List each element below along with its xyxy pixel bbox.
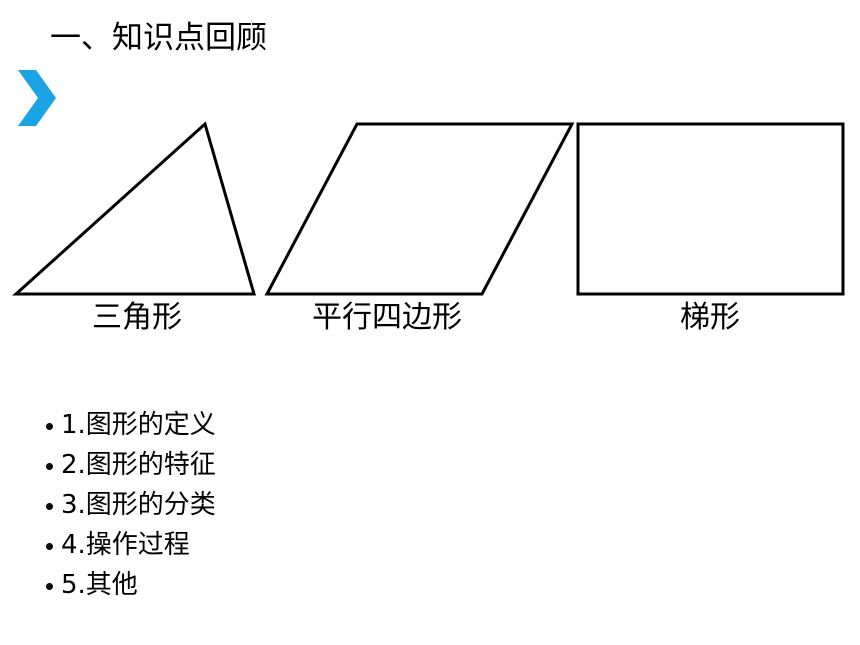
triangle-shape	[12, 121, 256, 296]
bullet-icon	[46, 502, 53, 510]
bullet-icon	[46, 462, 53, 470]
list-item: 4.操作过程	[46, 525, 216, 565]
list-item-text: 3.图形的分类	[61, 490, 216, 520]
list-item: 1.图形的定义	[46, 405, 216, 445]
chevron-right-icon	[18, 70, 56, 126]
list-item-text: 2.图形的特征	[61, 450, 216, 480]
shapes-diagram	[12, 121, 845, 296]
triangle-label: 三角形	[92, 300, 182, 335]
parallelogram-shape	[264, 122, 575, 296]
trapezoid-shape	[576, 122, 845, 296]
list-item: 5.其他	[46, 565, 216, 605]
bullet-icon	[46, 542, 53, 550]
parallelogram-label: 平行四边形	[312, 300, 462, 335]
knowledge-point-list: 1.图形的定义 2.图形的特征 3.图形的分类 4.操作过程 5.其他	[46, 405, 216, 605]
list-item-text: 1.图形的定义	[61, 410, 216, 440]
bullet-icon	[46, 422, 53, 430]
trapezoid-label: 梯形	[680, 300, 740, 335]
list-item: 3.图形的分类	[46, 485, 216, 525]
slide-title: 一、知识点回顾	[50, 20, 267, 56]
list-item-text: 4.操作过程	[61, 530, 190, 560]
list-item: 2.图形的特征	[46, 445, 216, 485]
list-item-text: 5.其他	[61, 570, 138, 600]
bullet-icon	[46, 582, 53, 590]
